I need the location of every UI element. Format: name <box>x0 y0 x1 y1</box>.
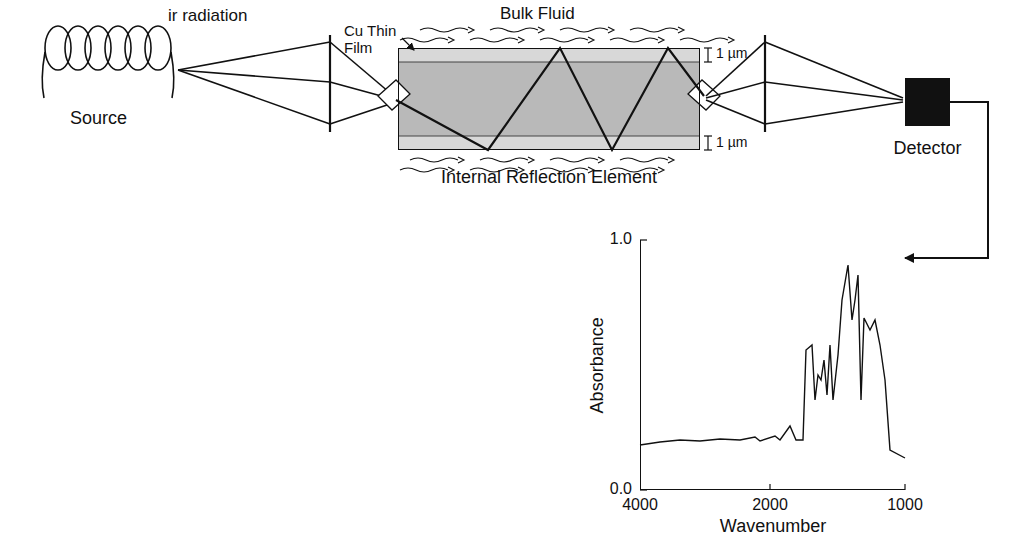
flow-arrow <box>658 37 664 43</box>
node-label: Detector <box>893 138 961 159</box>
film-label: Cu Thin Film <box>344 22 406 57</box>
flow-wave <box>550 158 598 162</box>
exit-rays <box>706 42 903 124</box>
flow-arrow <box>668 157 674 163</box>
flow-wave <box>620 158 668 162</box>
flow-arrow <box>468 27 474 33</box>
axis-tick: 4000 <box>612 496 668 514</box>
flow-arrow <box>458 157 464 163</box>
axis-ticks <box>640 240 905 490</box>
lens-right <box>764 35 766 132</box>
flow-arrow <box>518 37 524 43</box>
source-coil <box>42 26 174 98</box>
coil-loop <box>145 26 171 70</box>
node-label: Absorbance <box>587 317 608 413</box>
detector-box: Detector <box>905 78 950 126</box>
node-label: Wavenumber <box>720 516 826 537</box>
flow-wave <box>400 168 448 172</box>
flow-wave <box>680 38 728 42</box>
flow-arrow <box>588 37 594 43</box>
flow-arrow <box>728 37 734 43</box>
source-label: Source <box>70 108 127 129</box>
beam-label: ir radiation <box>168 6 248 26</box>
flow-wave <box>490 28 538 32</box>
coil-loop <box>125 26 151 70</box>
fluid-label: Bulk Fluid <box>500 4 575 24</box>
flow-wave <box>470 38 518 42</box>
flow-wave <box>400 38 448 42</box>
coil-loop <box>105 26 131 70</box>
flow-wave <box>420 28 468 32</box>
flow-arrow <box>538 27 544 33</box>
flow-arrow <box>598 157 604 163</box>
coil-loop <box>85 26 111 70</box>
coil-lead <box>42 52 45 98</box>
flow-arrow <box>608 27 614 33</box>
coil-lead <box>171 52 174 98</box>
lens-left <box>329 35 331 132</box>
coil-loop <box>45 26 71 70</box>
axis-tick: 1.0 <box>590 230 632 248</box>
reflection-element: Internal Reflection Element <box>398 48 700 150</box>
spectrum-plot: AbsorbanceWavenumber <box>640 240 905 490</box>
node-label: Internal Reflection Element <box>441 167 657 188</box>
flow-arrow <box>678 27 684 33</box>
dimension: 1 µm <box>716 134 747 150</box>
coil-loop <box>65 26 91 70</box>
flow-arrow <box>658 167 664 173</box>
axis-tick: 2000 <box>742 496 798 514</box>
axis-tick: 0.0 <box>590 480 632 498</box>
flow-arrow <box>448 37 454 43</box>
flow-wave <box>630 28 678 32</box>
axis-tick: 1000 <box>877 496 933 514</box>
dimension: 1 µm <box>716 45 747 61</box>
flow-wave <box>540 38 588 42</box>
flow-wave <box>560 28 608 32</box>
reflection-beam <box>396 48 704 150</box>
spectrum-trace <box>640 265 905 458</box>
ire-body <box>378 48 720 150</box>
flow-arrow <box>528 157 534 163</box>
flow-wave <box>480 158 528 162</box>
flow-wave <box>610 38 658 42</box>
thickness-bracket <box>704 48 712 150</box>
flow-wave <box>410 158 458 162</box>
